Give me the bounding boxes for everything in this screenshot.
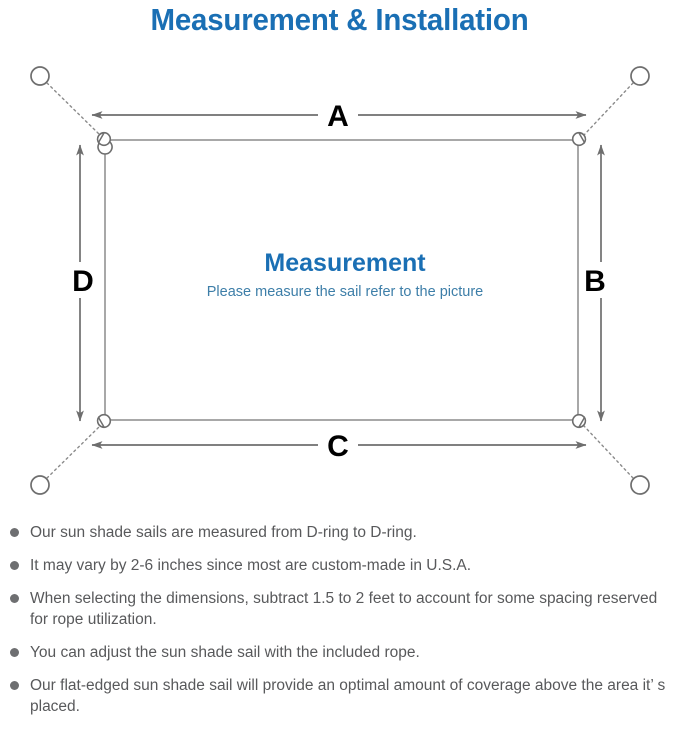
list-item: When selecting the dimensions, subtract … (0, 588, 679, 630)
note-text: It may vary by 2-6 inches since most are… (30, 557, 472, 574)
sail-measurement-diagram: A C D B Measurement Please measure the s… (30, 66, 650, 495)
anchor-bottom-right-icon (630, 475, 650, 495)
note-text: Our flat-edged sun shade sail will provi… (30, 677, 666, 715)
anchor-top-left-icon (30, 66, 50, 86)
bullet-icon (10, 561, 19, 570)
list-item: Our sun shade sails are measured from D-… (0, 522, 679, 543)
bullet-icon (10, 528, 19, 537)
diagram-center-title: Measurement (264, 249, 426, 277)
dimension-label-b: B (584, 265, 606, 298)
rope-bottom-left (46, 425, 101, 479)
d-ring-tab-top-right (577, 132, 587, 144)
note-text: Our sun shade sails are measured from D-… (30, 524, 417, 541)
diagram-center-subtitle: Please measure the sail refer to the pic… (207, 284, 483, 300)
anchor-top-right-icon (630, 66, 650, 86)
note-text: You can adjust the sun shade sail with t… (30, 644, 420, 661)
bullet-icon (10, 648, 19, 657)
rope-top-left (46, 82, 101, 136)
list-item: Our flat-edged sun shade sail will provi… (0, 675, 679, 717)
list-item: You can adjust the sun shade sail with t… (0, 642, 679, 663)
notes-list: Our sun shade sails are measured from D-… (0, 522, 679, 729)
anchor-circles (30, 66, 650, 495)
anchor-bottom-left-icon (30, 475, 50, 495)
rope-bottom-right (583, 425, 634, 479)
dimension-arrows (76, 111, 605, 449)
d-ring-tab-bottom-right (577, 416, 587, 428)
dimension-label-a: A (327, 100, 349, 133)
sail-body (104, 139, 579, 421)
page-title: Measurement & Installation (150, 2, 529, 37)
dimension-label-d: D (72, 265, 94, 298)
rope-lines (46, 82, 634, 479)
list-item: It may vary by 2-6 inches since most are… (0, 555, 679, 576)
d-ring-tab-top-left (96, 132, 106, 144)
d-ring-tabs (96, 132, 587, 428)
bullet-icon (10, 681, 19, 690)
bullet-icon (10, 594, 19, 603)
note-text: When selecting the dimensions, subtract … (30, 590, 658, 628)
rope-top-right (583, 82, 634, 136)
dimension-label-c: C (327, 430, 349, 463)
d-ring-tab-bottom-left (96, 416, 106, 428)
diagram-container: A C D B Measurement Please measure the s… (0, 44, 679, 514)
